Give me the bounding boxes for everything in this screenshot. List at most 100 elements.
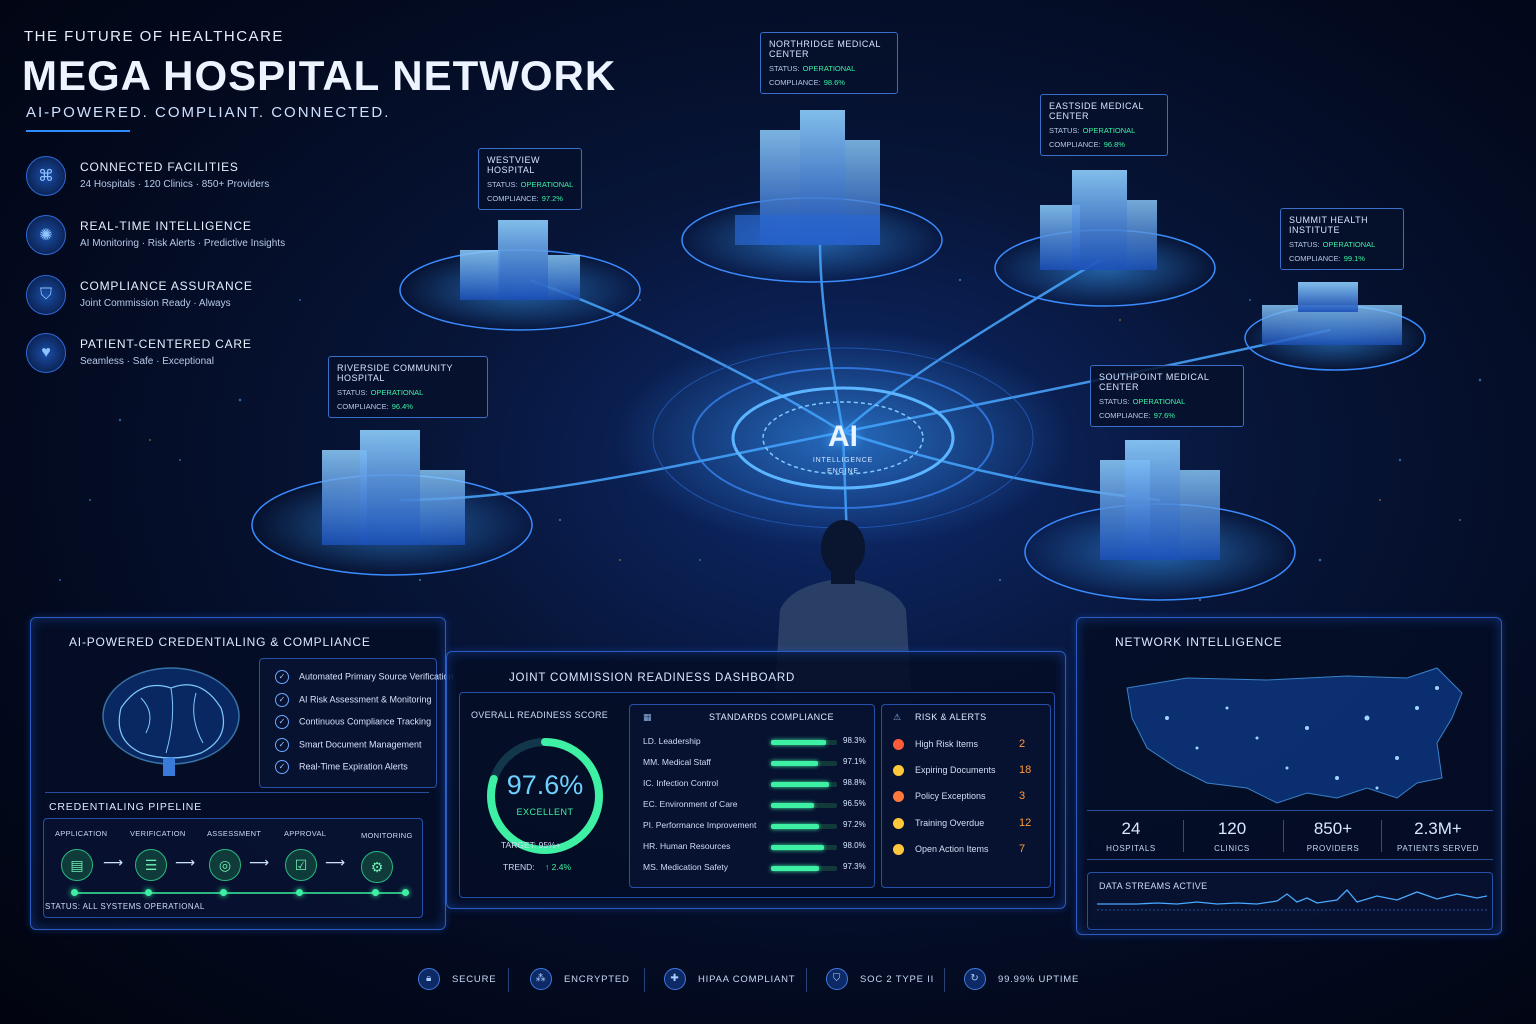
check-icon: ✓	[275, 670, 289, 684]
readiness-gauge-arc	[487, 738, 603, 854]
stats-row	[1087, 810, 1493, 860]
footer-divider	[806, 968, 807, 992]
cred-item: ✓Automated Primary Source Verification	[275, 670, 455, 688]
standard-bar	[771, 866, 837, 871]
hospital-name: WESTVIEW HOSPITAL	[487, 155, 540, 175]
stat-providers: 850+PROVIDERS	[1306, 819, 1360, 853]
divider	[45, 792, 429, 793]
feature-patient-centered-care: ♥ PATIENT-CENTERED CARE Seamless · Safe …	[26, 333, 356, 377]
hospital-callout-southpoint[interactable]: SOUTHPOINT MEDICAL CENTER STATUS:OPERATI…	[1090, 365, 1244, 427]
pipeline-dot	[296, 889, 303, 896]
pipeline-dot	[220, 889, 227, 896]
verification-icon[interactable]: ☰	[135, 849, 167, 881]
city-lights	[59, 278, 1482, 602]
lock-icon: 🔒︎	[418, 968, 440, 990]
feature-connected-facilities: ⌘ CONNECTED FACILITIES 24 Hospitals · 12…	[26, 156, 356, 200]
feature-subtitle: AI Monitoring · Risk Alerts · Predictive…	[80, 238, 286, 249]
trend-value: ↑ 2.4%	[545, 862, 572, 872]
check-icon: ✓	[275, 715, 289, 729]
footer-divider	[944, 968, 945, 992]
dashboard-title: JOINT COMMISSION READINESS DASHBOARD	[509, 672, 796, 684]
compliance-label: COMPLIANCE:	[337, 402, 389, 411]
pipeline-step-label: APPROVAL	[284, 829, 327, 838]
ai-core-title: AI	[828, 420, 858, 453]
standard-bar	[771, 782, 837, 787]
standard-bar-fill	[771, 824, 819, 829]
standards-icon: ▦	[643, 712, 652, 722]
cred-item: ✓Continuous Compliance Tracking	[275, 715, 455, 733]
stat-patients: 2.3M+PATIENTS SERVED	[1397, 819, 1479, 853]
standard-bar-fill	[771, 782, 830, 787]
footer-encrypted: ⁂ENCRYPTED	[530, 966, 640, 994]
compliance-label: COMPLIANCE:	[769, 78, 821, 87]
standards-title: STANDARDS COMPLIANCE	[709, 712, 834, 722]
readiness-gauge	[487, 738, 603, 854]
pipeline-dot	[402, 889, 409, 896]
assessment-icon[interactable]: ◎	[209, 849, 241, 881]
hospital-name: EASTSIDE MEDICAL CENTER	[1049, 101, 1144, 121]
ai-core-rings	[613, 328, 1073, 548]
trend-label: TREND:	[503, 862, 535, 872]
cred-item: ✓Real-Time Expiration Alerts	[275, 760, 455, 778]
standard-bar	[771, 740, 837, 745]
hospital-callout-westview[interactable]: WESTVIEW HOSPITAL STATUS:OPERATIONAL COM…	[478, 148, 582, 210]
standards-box	[629, 704, 875, 888]
footer-secure: 🔒︎SECURE	[418, 966, 498, 994]
feature-title: PATIENT-CENTERED CARE	[80, 337, 252, 351]
ai-intelligence-engine[interactable]: AI INTELLIGENCE ENGINE	[788, 420, 898, 476]
pipeline-progress-line	[75, 892, 409, 894]
standard-bar	[771, 845, 837, 850]
hospital-callout-eastside[interactable]: EASTSIDE MEDICAL CENTER STATUS:OPERATION…	[1040, 94, 1168, 156]
hospital-buildings	[251, 110, 1426, 601]
credentialing-panel: AI-POWERED CREDENTIALING & COMPLIANCE ✓A…	[30, 617, 454, 930]
hospital-callout-riverside[interactable]: RIVERSIDE COMMUNITY HOSPITAL STATUS:OPER…	[328, 356, 488, 418]
risk-dot-icon	[893, 818, 904, 829]
arrow-right-icon: ⟶	[249, 854, 270, 870]
credentialing-title: AI-POWERED CREDENTIALING & COMPLIANCE	[69, 635, 371, 649]
standard-bar-fill	[771, 761, 818, 766]
data-streams-label: DATA STREAMS ACTIVE	[1099, 881, 1208, 891]
footer-divider	[644, 968, 645, 992]
compliance-label: COMPLIANCE:	[1289, 254, 1341, 263]
pipeline-step-label: MONITORING	[361, 831, 413, 840]
application-icon[interactable]: ▤	[61, 849, 93, 881]
hero-subtitle: AI-POWERED. COMPLIANT. CONNECTED.	[26, 104, 391, 121]
cred-item: ✓Smart Document Management	[275, 738, 455, 756]
status-value: OPERATIONAL	[1132, 397, 1186, 406]
status-value: OPERATIONAL	[370, 388, 424, 397]
stat-divider	[1283, 820, 1284, 852]
monitoring-icon[interactable]: ⚙	[361, 851, 393, 883]
check-icon: ✓	[275, 693, 289, 707]
hero-title: MEGA HOSPITAL NETWORK	[22, 52, 617, 99]
status-value: OPERATIONAL	[1322, 240, 1376, 249]
pipeline-step-label: ASSESSMENT	[207, 829, 262, 838]
compliance-label: COMPLIANCE:	[1049, 140, 1101, 149]
network-title: NETWORK INTELLIGENCE	[1115, 635, 1283, 649]
compliance-value: 96.8%	[1103, 140, 1125, 149]
readiness-rating: EXCELLENT	[516, 807, 574, 817]
ai-core-line2: ENGINE	[827, 468, 859, 476]
pipeline-dot	[145, 889, 152, 896]
hospital-callout-summit[interactable]: SUMMIT HEALTH INSTITUTE STATUS:OPERATION…	[1280, 208, 1404, 270]
hospital-name: SUMMIT HEALTH INSTITUTE	[1289, 215, 1369, 235]
feature-subtitle: Joint Commission Ready · Always	[80, 298, 231, 309]
feature-real-time-intelligence: ✺ REAL-TIME INTELLIGENCE AI Monitoring ·…	[26, 215, 356, 259]
soc2-shield-icon: ⛉	[826, 968, 848, 990]
hospital-callout-northridge[interactable]: NORTHRIDGE MEDICAL CENTER STATUS:OPERATI…	[760, 32, 898, 94]
risk-dot-icon	[893, 791, 904, 802]
approval-icon[interactable]: ☑	[285, 849, 317, 881]
stat-divider	[1183, 820, 1184, 852]
risk-box	[881, 704, 1051, 888]
compliance-value: 96.4%	[391, 402, 413, 411]
